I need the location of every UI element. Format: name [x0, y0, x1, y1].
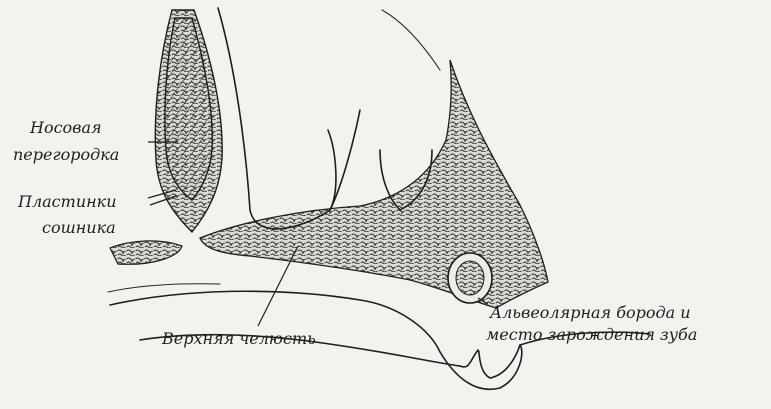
- label-vomer-1: Пластинки: [17, 192, 117, 211]
- label-maxilla: Верхняя челюсть: [161, 329, 316, 348]
- label-vomer-2: сошника: [42, 218, 116, 237]
- maxilla-tissue: [200, 60, 548, 308]
- label-alveolar-1: Альвеолярная борода и: [489, 303, 691, 322]
- label-alveolar-2: место зарождения зуба: [486, 325, 697, 344]
- label-nasal-septum-2: перегородка: [13, 145, 119, 164]
- vomer-plates: [110, 241, 182, 264]
- label-nasal-septum-1: Носовая: [29, 118, 102, 137]
- nasal-septum: [155, 10, 222, 232]
